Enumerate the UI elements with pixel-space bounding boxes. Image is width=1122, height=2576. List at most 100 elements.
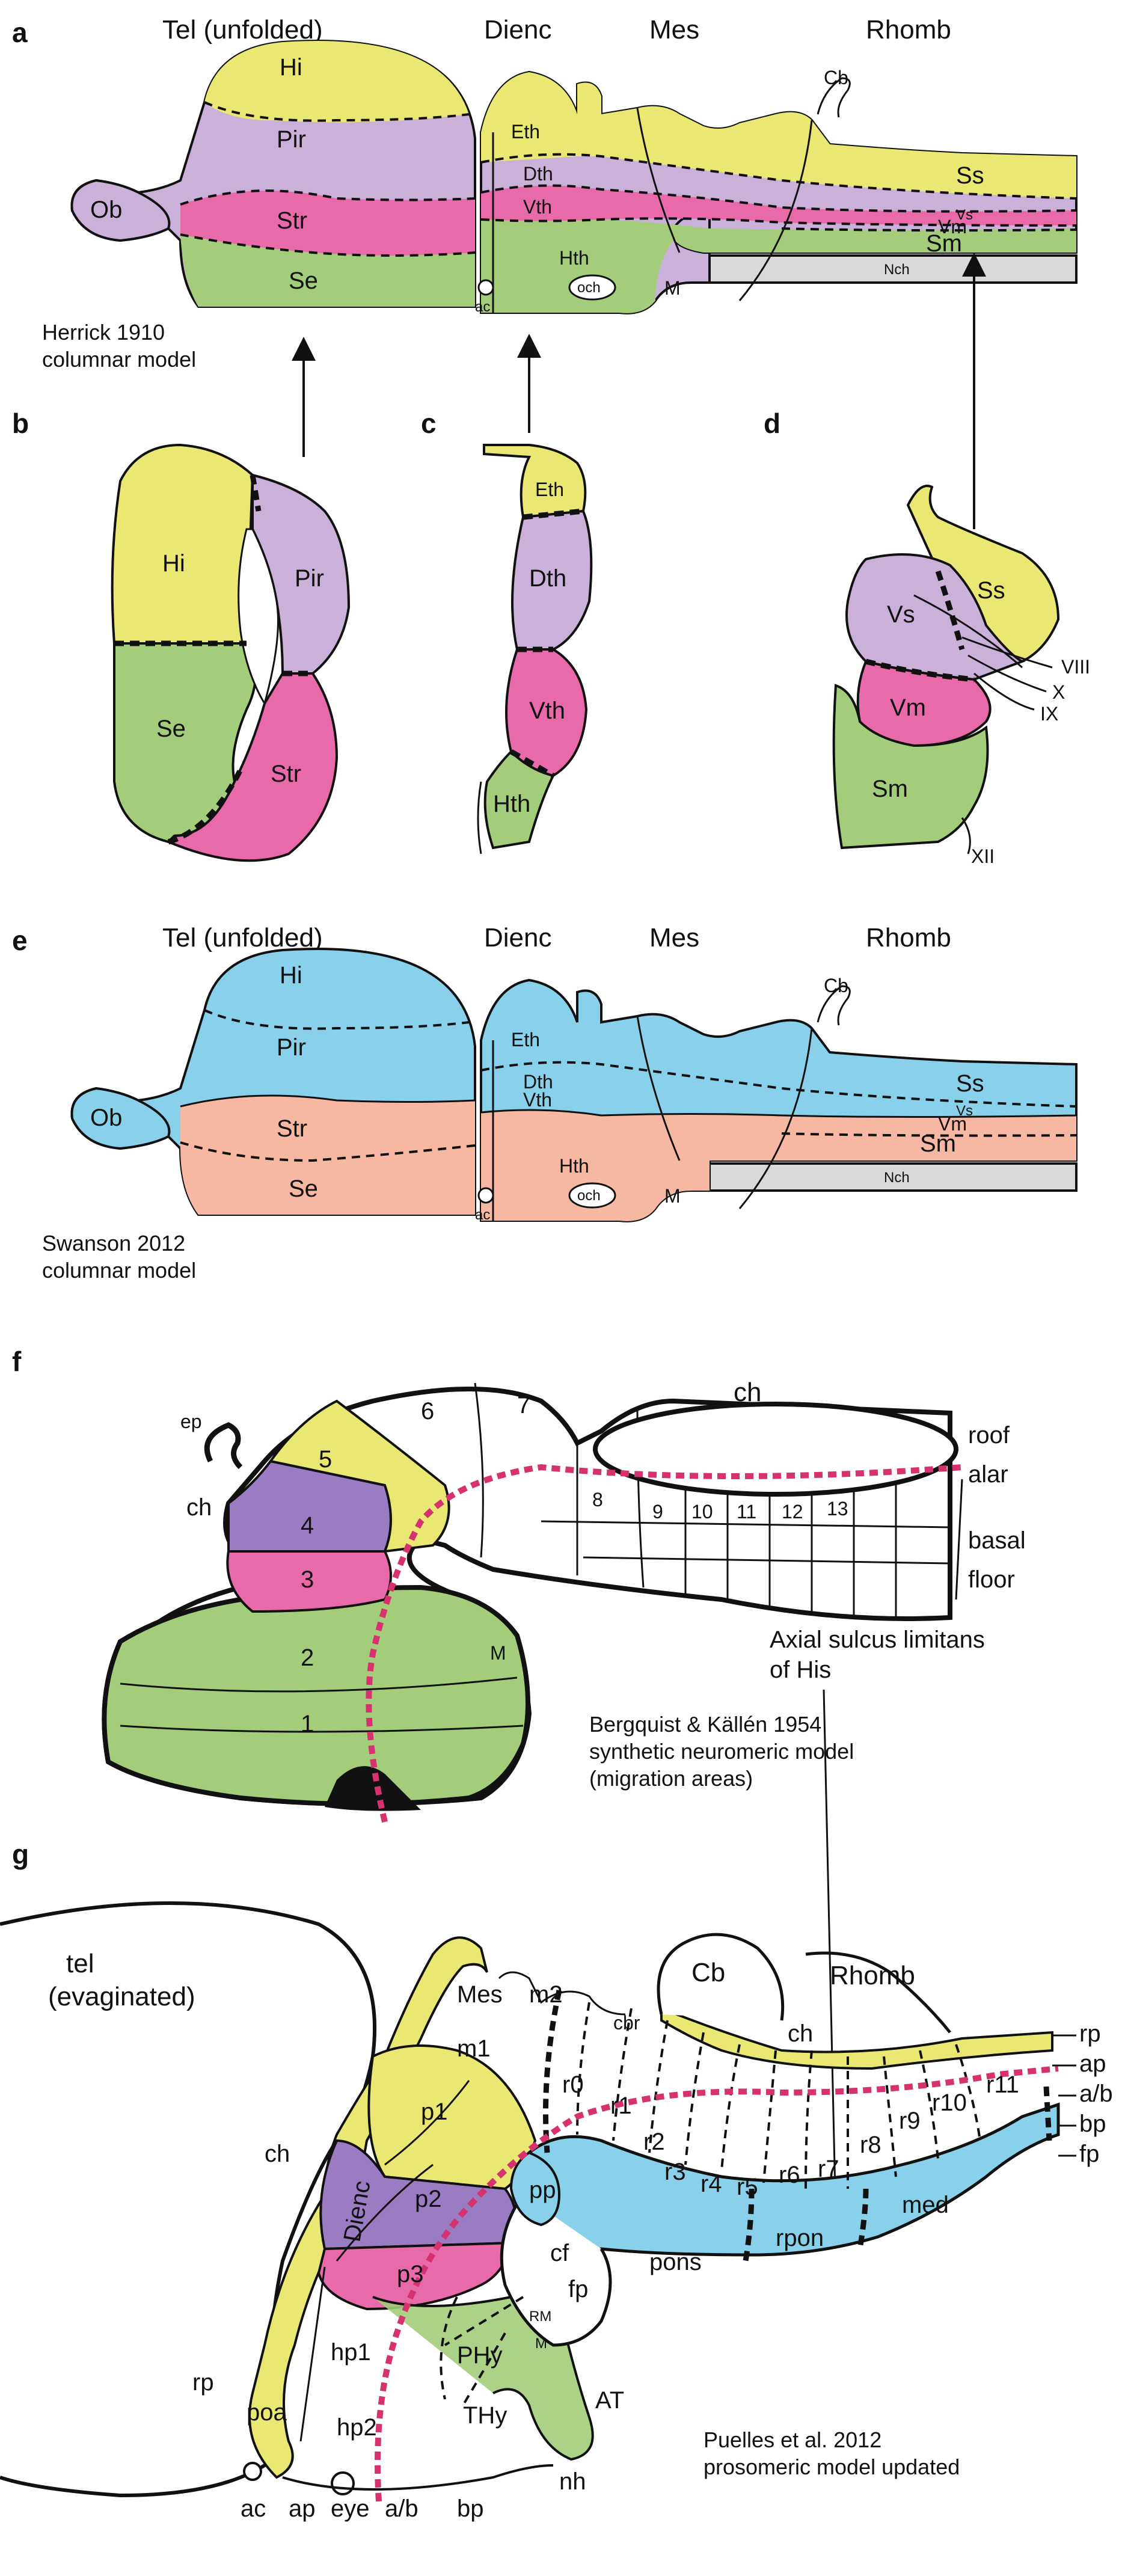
- label-ac-e: ac: [475, 1207, 490, 1223]
- label-hi-b: Hi: [162, 550, 185, 577]
- label-hp2-g: hp2: [337, 2414, 377, 2441]
- header-rhomb-e: Rhomb: [866, 923, 951, 952]
- header-dienc: Dienc: [484, 15, 552, 44]
- label-r3-g: r3: [664, 2159, 686, 2185]
- label-ch-dienc-g: ch: [265, 2141, 290, 2167]
- roof-plate-right-g: [660, 2007, 1053, 2070]
- label-8-f: 8: [592, 1489, 603, 1510]
- label-2-f: 2: [301, 1645, 314, 1671]
- header-mes-e: Mes: [649, 923, 699, 952]
- label-p3-g: p3: [397, 2261, 424, 2287]
- label-se-b: Se: [156, 716, 186, 742]
- label-och-a: och: [577, 280, 601, 296]
- panel-letter-a: a: [12, 17, 28, 48]
- label-ss-a: Ss: [956, 162, 984, 189]
- label-vs-a: Vs: [956, 207, 973, 223]
- panel-b: b Hi Pir Se Str: [12, 408, 351, 862]
- label-cb-e: Cb: [824, 975, 848, 996]
- label-phy-g: PHy: [457, 2342, 503, 2369]
- label-10-f: 10: [691, 1501, 713, 1523]
- label-pons-g: pons: [649, 2249, 702, 2275]
- sm-region-a: [710, 228, 1076, 253]
- eye-circle-g: [331, 2471, 355, 2495]
- panel-letter-c: c: [421, 408, 437, 439]
- dth-region-c: [511, 509, 593, 651]
- label-r10-g: r10: [932, 2090, 967, 2116]
- label-5-f: 5: [319, 1446, 332, 1473]
- label-m2-g: m2: [529, 1981, 563, 2008]
- label-ch-left-f: ch: [186, 1494, 212, 1521]
- label-ac-g: ac: [241, 2495, 266, 2522]
- label-cb-g: Cb: [691, 1958, 725, 1987]
- brainstem-basal-e: [481, 1110, 1076, 1221]
- label-13-f: 13: [827, 1498, 848, 1520]
- label-r4-g: r4: [700, 2171, 722, 2197]
- label-nch-a: Nch: [884, 262, 910, 278]
- label-tel-g: tel: [66, 1949, 94, 1978]
- label-med-g: med: [902, 2192, 949, 2218]
- eth-region-a: [481, 72, 577, 162]
- label-nerve-xii: XII: [971, 845, 995, 867]
- label-sm-d: Sm: [872, 776, 908, 802]
- label-r11-g: r11: [986, 2072, 1019, 2098]
- label-ss-d: Ss: [977, 577, 1005, 604]
- panel-letter-b: b: [12, 408, 29, 439]
- label-cf-g: cf: [550, 2240, 569, 2266]
- septum-region-a: [180, 235, 475, 307]
- label-och-e: och: [577, 1188, 601, 1204]
- label-ob-e: Ob: [90, 1105, 122, 1131]
- label-3-f: 3: [301, 1566, 314, 1593]
- areas-1-2-f: [102, 1584, 530, 1806]
- label-hth-c: Hth: [493, 791, 530, 817]
- label-ch-rhomb-g: ch: [788, 2020, 813, 2047]
- ac-circle-e: [477, 1187, 494, 1204]
- area-3-f: [226, 1550, 392, 1613]
- label-eth-a: Eth: [511, 121, 540, 143]
- tel-outline-g: [0, 1901, 377, 2498]
- label-rp-left-g: rp: [192, 2369, 214, 2396]
- panel-d: d Ss Vs Vm Sm VIII X IX XII: [764, 408, 1090, 867]
- label-str-a: Str: [277, 207, 307, 234]
- label-hth-e: Hth: [559, 1155, 589, 1177]
- label-4-f: 4: [301, 1512, 314, 1539]
- sm-region-d: [832, 684, 989, 850]
- panel-a: a Tel (unfolded) Dienc Mes Rhomb Hi Pir: [12, 15, 1078, 529]
- label-hi-a: Hi: [280, 54, 302, 81]
- area-5-f: [268, 1399, 450, 1553]
- label-dth-e: Dth: [523, 1071, 553, 1093]
- label-m-g: M: [535, 2335, 547, 2352]
- label-p1-g: p1: [421, 2099, 448, 2125]
- label-dth-c: Dth: [529, 565, 566, 592]
- header-mes: Mes: [649, 15, 699, 44]
- caption-puelles-1: Puelles et al. 2012: [704, 2427, 881, 2452]
- label-r2-g: r2: [643, 2129, 665, 2155]
- label-fp-right-g: fp: [1079, 2141, 1099, 2167]
- label-r7-g: r7: [818, 2156, 839, 2182]
- label-vth-c: Vth: [529, 698, 565, 724]
- hi-region-b: [111, 443, 254, 645]
- annotation-sulcus-1: Axial sulcus limitans: [770, 1627, 985, 1653]
- label-m-a: M: [664, 277, 681, 299]
- p3-region-g: [317, 2241, 513, 2311]
- caption-bergquist-3: (migration areas): [589, 1766, 753, 1791]
- label-alar-f: alar: [968, 1461, 1008, 1488]
- label-se-e: Se: [289, 1176, 318, 1202]
- label-sm-e: Sm: [920, 1130, 956, 1157]
- label-hp1-g: hp1: [331, 2339, 371, 2366]
- label-vs-d: Vs: [887, 601, 915, 628]
- label-mes-g: Mes: [457, 1981, 503, 2008]
- label-ob-a: Ob: [90, 197, 122, 223]
- label-r8-g: r8: [860, 2132, 881, 2158]
- label-eye-g: eye: [331, 2495, 370, 2522]
- label-p2-g: p2: [415, 2186, 442, 2212]
- striatum-region-a: [180, 191, 475, 256]
- label-m-f: M: [490, 1642, 506, 1664]
- label-m1-g: m1: [457, 2035, 491, 2062]
- label-ab-bottom-g: a/b: [385, 2495, 418, 2522]
- label-poa-g: poa: [247, 2399, 287, 2426]
- label-sm-a: Sm: [926, 230, 962, 257]
- hippocampus-region-a: [204, 41, 469, 123]
- choroid-ellipse-f: [593, 1402, 958, 1497]
- label-rhomb-g: Rhomb: [830, 1961, 915, 1990]
